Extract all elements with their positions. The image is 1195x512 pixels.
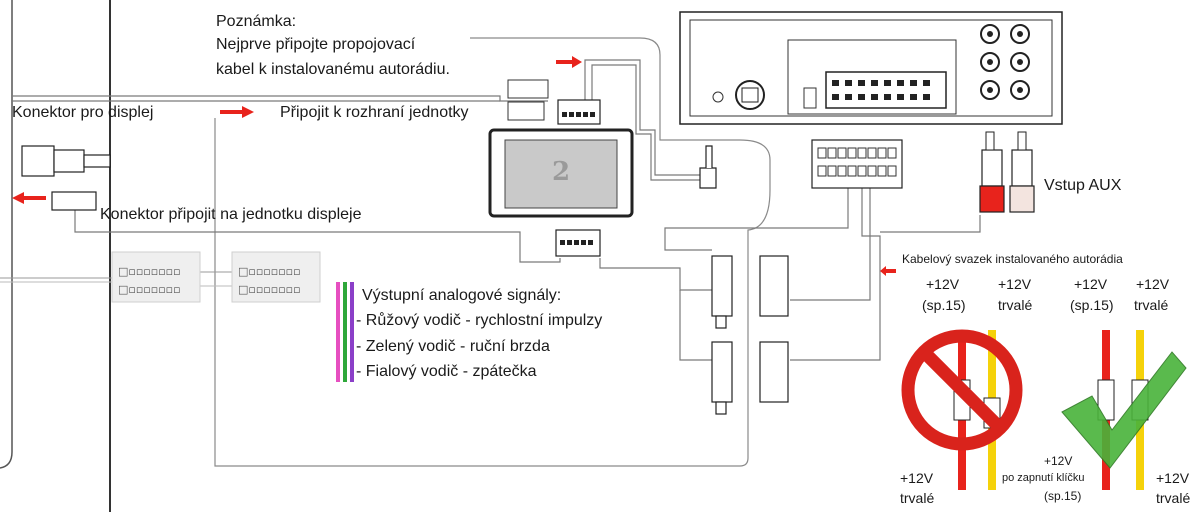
radio-harness-connector-pins: [817, 147, 897, 177]
iso-connectors: [711, 255, 789, 415]
note-line-1: Nejprve připojte propojovací: [216, 36, 416, 53]
power-label-d-voltage: +12V: [1136, 276, 1170, 292]
note-line-2: kabel k instalovanému autorádiu.: [216, 61, 450, 78]
bottom-mid-voltage: +12V: [1044, 454, 1073, 468]
arrow-connect-unit-icon: [220, 106, 254, 118]
bottom-right-voltage: +12V: [1156, 470, 1190, 486]
power-label-c-voltage: +12V: [1074, 276, 1108, 292]
cables: [12, 59, 1021, 361]
check-icon: [1061, 351, 1187, 469]
display-plug-socket: [507, 101, 545, 121]
analog-pink: - Růžový vodič - rychlostní impulzy: [356, 312, 603, 329]
svg-text:□▫▫▫▫▫▫▫: □▫▫▫▫▫▫▫: [118, 283, 181, 296]
power-label-c-sp15: (sp.15): [1070, 297, 1114, 313]
power-label-d-trvale: trvalé: [1134, 297, 1169, 313]
radio-connector-pins: [832, 80, 930, 100]
harness-outline: [214, 37, 771, 467]
arrow-harness-icon: [880, 266, 896, 276]
analog-violet: - Fialový vodič - zpátečka: [356, 363, 537, 380]
analog-title: Výstupní analogové signály:: [362, 287, 562, 304]
bottom-right-trvale: trvalé: [1156, 490, 1191, 506]
rca-sockets-center: [987, 31, 1023, 93]
svg-text:□▫▫▫▫▫▫▫: □▫▫▫▫▫▫▫: [238, 265, 301, 278]
connect-to-unit-label: Připojit k rozhraní jednotky: [280, 104, 469, 121]
display-screen: [504, 139, 618, 209]
arrow-display-left-icon: [12, 192, 46, 204]
display-connector-label: Konektor pro displej: [12, 104, 154, 121]
radio-din-socket-inner: [741, 87, 759, 103]
radio-small-port: [803, 87, 817, 109]
bottom-left-voltage: +12V: [900, 470, 934, 486]
radio-harness-connector: [811, 139, 903, 189]
wire-green: [343, 282, 347, 382]
connect-display-label: Konektor připojit na jednotku displeje: [100, 206, 362, 223]
left-panel-edge: [0, 0, 13, 469]
analog-green: - Zelený vodič - ruční brzda: [356, 338, 550, 355]
display-logo: 2: [552, 157, 570, 187]
bottom-mid-sp15: (sp.15): [1044, 489, 1082, 503]
display-plug: [507, 79, 549, 99]
note-title: Poznámka:: [216, 13, 297, 30]
power-label-a-sp15: (sp.15): [922, 297, 966, 313]
aux-rca-plugs: [979, 131, 1035, 213]
power-label-a-voltage: +12V: [926, 276, 960, 292]
wire-pink: [336, 282, 340, 382]
svg-text:□▫▫▫▫▫▫▫: □▫▫▫▫▫▫▫: [118, 265, 181, 278]
aux-jack-tip: [705, 145, 713, 168]
harness-connector-mid: □▫▫▫▫▫▫▫ □▫▫▫▫▫▫▫: [231, 251, 321, 303]
unit-connector-top-pins: [562, 112, 595, 117]
arrow-note-icon: [556, 56, 582, 68]
car-radio-inner: [689, 19, 1053, 117]
power-label-b-trvale: trvalé: [998, 297, 1033, 313]
power-label-b-voltage: +12V: [998, 276, 1032, 292]
aux-jack: [699, 167, 717, 189]
wire-violet: [350, 282, 354, 382]
harness-label: Kabelový svazek instalovaného autorádia: [902, 252, 1123, 266]
display-connector-device: [21, 145, 111, 211]
bottom-mid-key: po zapnutí klíčku: [1002, 472, 1085, 484]
svg-text:□▫▫▫▫▫▫▫: □▫▫▫▫▫▫▫: [238, 283, 301, 296]
unit-connector-bottom-pins: [560, 240, 593, 245]
bottom-left-trvale: trvalé: [900, 490, 935, 506]
radio-led: [712, 91, 724, 103]
prohibited-icon: [901, 329, 1023, 451]
harness-connector-left: □▫▫▫▫▫▫▫ □▫▫▫▫▫▫▫: [111, 251, 201, 303]
aux-input-label: Vstup AUX: [1044, 177, 1122, 194]
radio-connector: [825, 71, 947, 109]
